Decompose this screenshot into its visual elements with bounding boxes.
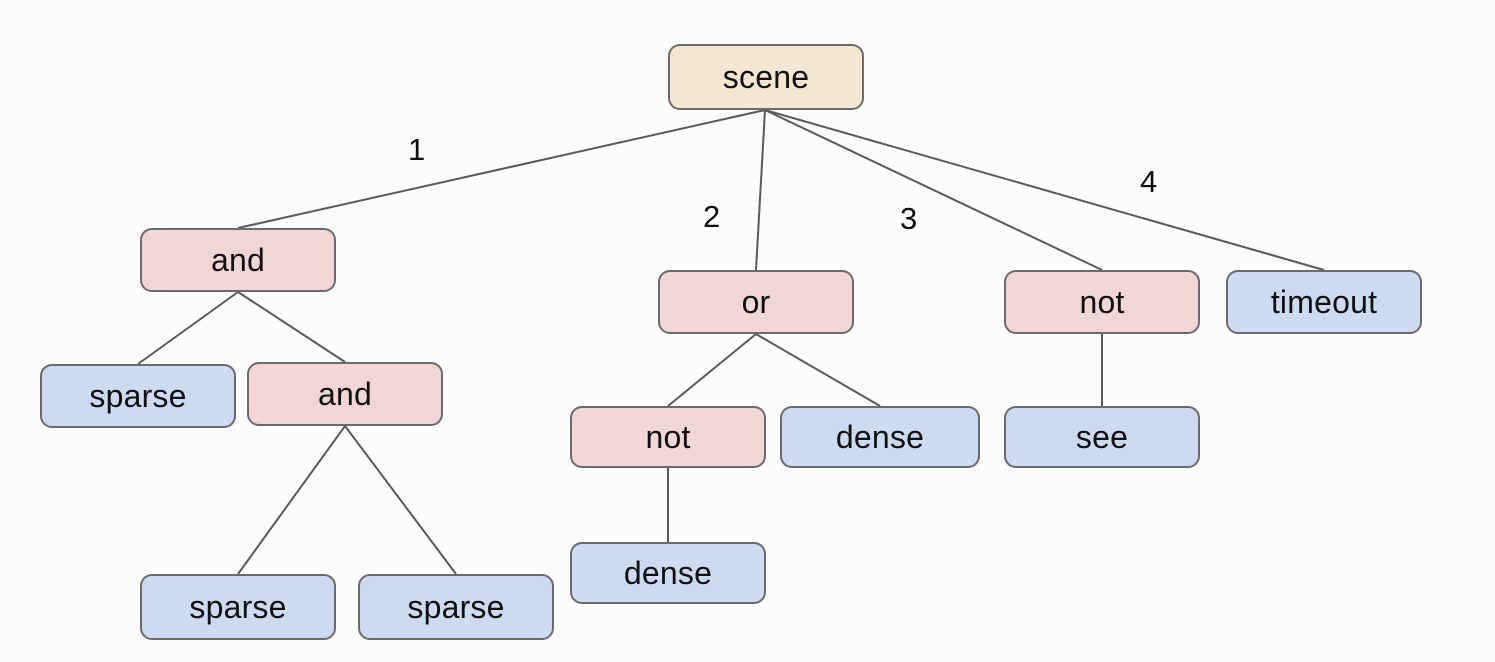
tree-node-label: not [1079, 284, 1125, 320]
tree-node-sparse2[interactable]: sparse [140, 574, 336, 640]
edge-label-2: 2 [703, 199, 721, 234]
tree-edge [237, 291, 346, 363]
tree-node-scene[interactable]: scene [668, 44, 864, 110]
tree-node-not2[interactable]: not [570, 406, 766, 468]
tree-node-or1[interactable]: or [658, 270, 854, 334]
tree-node-not1[interactable]: not [1004, 270, 1200, 334]
tree-node-label: scene [722, 59, 810, 95]
tree-edge [237, 425, 346, 575]
tree-node-label: sparse [189, 589, 287, 625]
edge-label-4: 4 [1140, 164, 1158, 199]
tree-edge [344, 425, 457, 575]
tree-node-label: dense [835, 419, 925, 455]
edge-label-1: 1 [408, 132, 426, 167]
tree-node-label: and [318, 376, 372, 412]
tree-edge [667, 333, 757, 407]
tree-node-sparse3[interactable]: sparse [358, 574, 554, 640]
tree-node-label: sparse [407, 589, 505, 625]
tree-edge [755, 109, 766, 271]
tree-edge [755, 333, 881, 407]
tree-node-label: see [1075, 419, 1129, 455]
tree-edge [764, 109, 1325, 271]
tree-node-label: sparse [89, 378, 187, 414]
tree-node-dense2[interactable]: dense [570, 542, 766, 604]
tree-node-and1[interactable]: and [140, 228, 336, 292]
edge-label-3: 3 [900, 201, 918, 236]
tree-node-see1[interactable]: see [1004, 406, 1200, 468]
tree-node-label: dense [623, 555, 713, 591]
tree-node-dense1[interactable]: dense [780, 406, 980, 468]
tree-node-label: and [211, 242, 265, 278]
tree-node-label: or [741, 284, 771, 320]
tree-node-and2[interactable]: and [247, 362, 443, 426]
tree-edge [137, 291, 239, 365]
tree-node-label: not [645, 419, 691, 455]
tree-edge [764, 109, 1103, 271]
tree-node-label: timeout [1270, 284, 1378, 320]
tree-node-sparse1[interactable]: sparse [40, 364, 236, 428]
tree-edge [237, 109, 766, 229]
tree-node-timeout1[interactable]: timeout [1226, 270, 1422, 334]
